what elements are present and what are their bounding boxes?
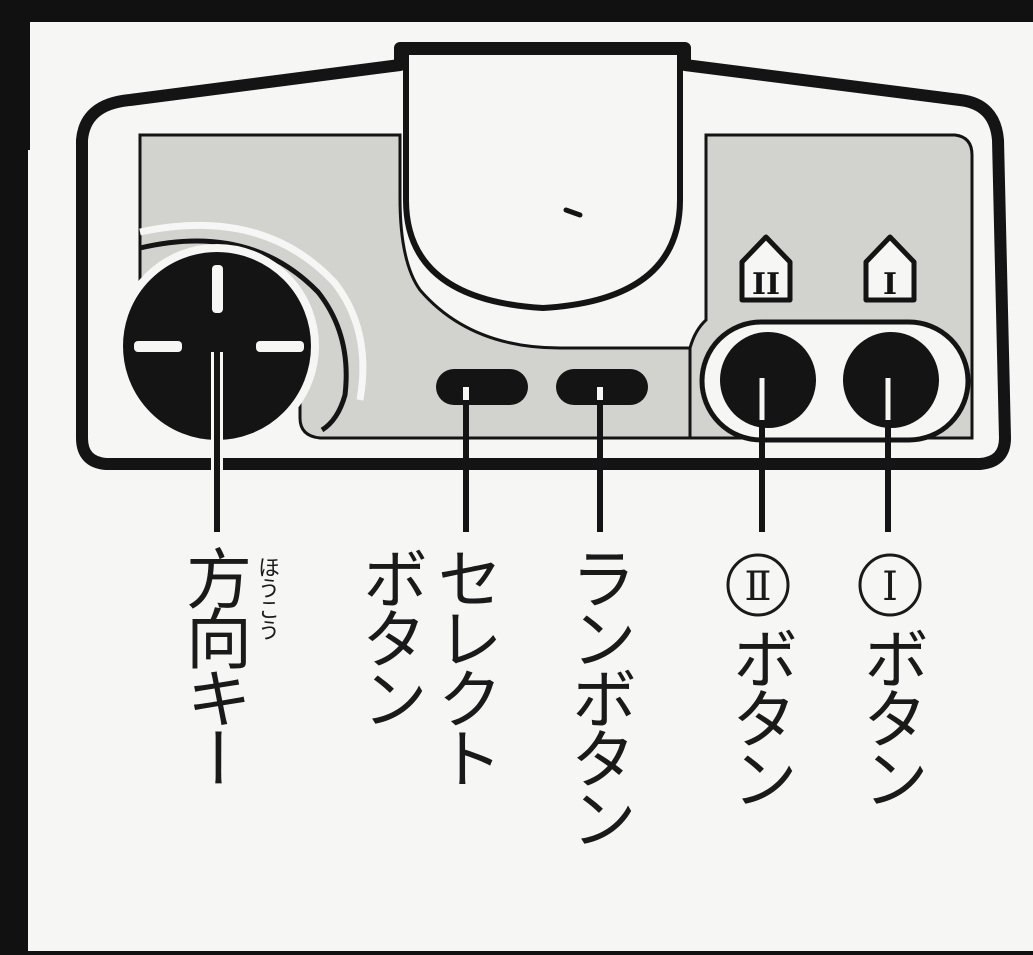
dpad-arc-inner	[139, 238, 349, 433]
button-2-label-mark: Ⅱ	[744, 564, 771, 610]
button-1-indicator-text: I	[883, 267, 897, 302]
direction-key-label: 方向キー	[175, 545, 252, 785]
frame-corner	[0, 0, 30, 150]
dpad-right-mark	[256, 341, 304, 352]
dpad-up-mark	[212, 265, 223, 313]
dpad-arc-outer	[139, 221, 367, 401]
run-button-label: ランボタン	[560, 545, 637, 845]
select-button-label-col1: セレクト	[426, 545, 503, 785]
button-1-label-mark: Ⅰ	[882, 564, 898, 610]
button-2-label: ボタン	[721, 625, 798, 805]
select-button-label-col2: ボタン	[351, 545, 428, 725]
button-1-label: ボタン	[852, 625, 929, 805]
button-1-label-circle	[858, 553, 922, 617]
dpad-left-mark	[134, 341, 182, 352]
button-2-indicator-text: II	[752, 267, 780, 302]
direction-key-ruby: ほうこう	[254, 556, 279, 640]
select-button[interactable]	[436, 369, 528, 405]
center-tab-mark	[563, 207, 583, 218]
button-2[interactable]	[720, 332, 816, 428]
button-1-indicator	[863, 234, 917, 303]
button-2-indicator	[739, 234, 793, 303]
center-tab	[403, 49, 683, 312]
button-2-label-circle	[726, 553, 790, 617]
